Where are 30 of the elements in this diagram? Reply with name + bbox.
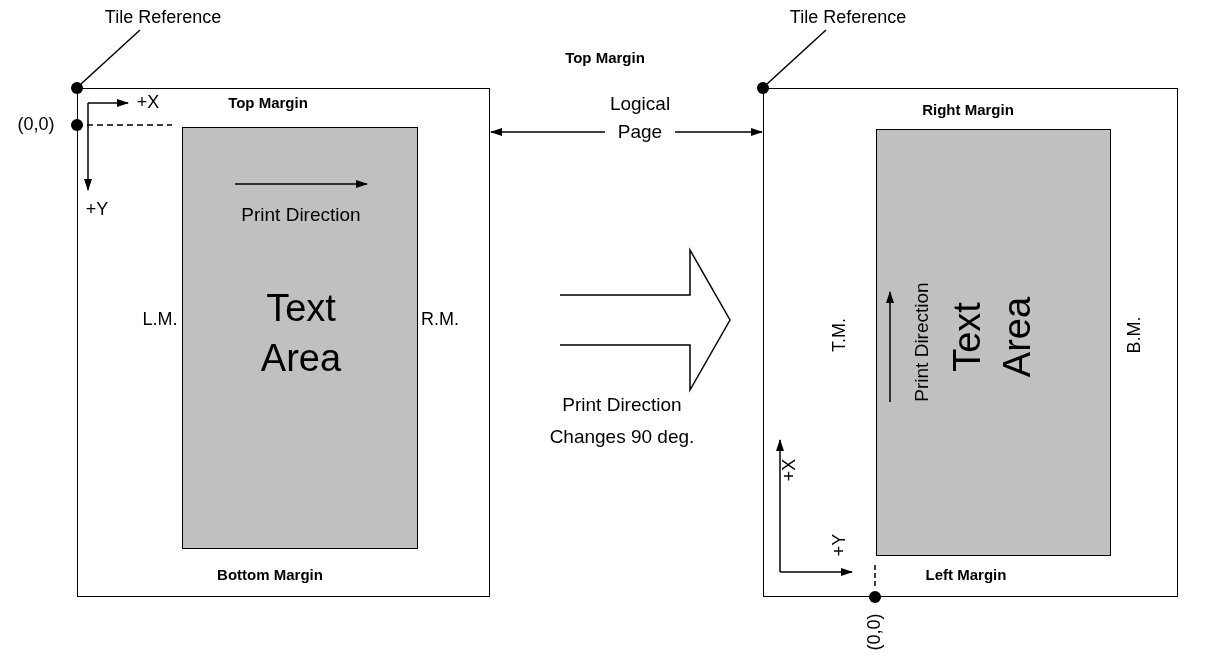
axis-label: +X: [780, 458, 800, 482]
page-box: [77, 88, 490, 597]
margin-label: Bottom Margin: [217, 566, 323, 584]
reference-dot: [71, 82, 83, 94]
area-label: Text Area: [259, 286, 343, 381]
axis-label: +Y: [830, 533, 850, 557]
leader-line: [80, 29, 141, 85]
axis-label: +X: [136, 93, 160, 113]
axis-label: +Y: [85, 200, 109, 220]
caption-text: Print Direction Changes 90 deg.: [548, 393, 696, 449]
margin-label: Left Margin: [925, 566, 1007, 584]
origin-label: (0,0): [865, 613, 885, 651]
origin-label: (0,0): [17, 115, 55, 135]
leader-line: [766, 29, 827, 85]
reference-dot: [757, 82, 769, 94]
margin-label: T.M.: [830, 318, 850, 352]
margin-label: Top Margin: [565, 49, 645, 67]
margin-label: L.M.: [142, 310, 178, 330]
callout-text: Tile Reference: [789, 8, 907, 28]
direction-label: Print Direction: [911, 282, 933, 402]
margin-label: B.M.: [1125, 316, 1145, 354]
margin-label: Right Margin: [922, 101, 1014, 119]
page-box: [763, 88, 1178, 597]
margin-label: R.M.: [421, 310, 459, 330]
direction-label: Print Direction: [241, 204, 361, 226]
text-area: [876, 129, 1111, 556]
callout-text: Tile Reference: [104, 8, 222, 28]
text-area: [182, 127, 418, 549]
margin-label: Top Margin: [228, 94, 308, 112]
area-label: Text Area: [945, 295, 1039, 380]
